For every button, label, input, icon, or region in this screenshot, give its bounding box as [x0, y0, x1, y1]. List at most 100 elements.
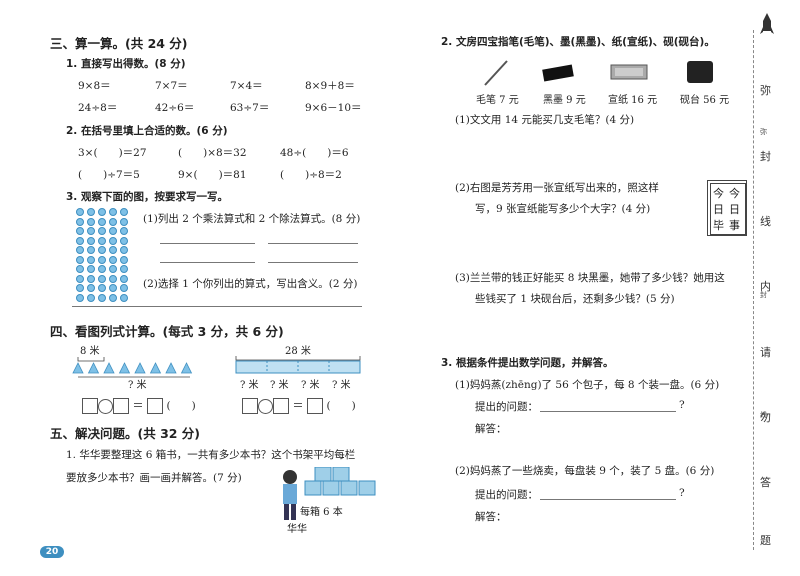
dot	[76, 236, 84, 245]
dot	[76, 246, 84, 254]
answer-label: 解答：	[475, 511, 507, 523]
margin-small-char: 线	[760, 411, 767, 419]
tree	[103, 362, 115, 374]
equation-template[interactable]: ＝ ( )	[82, 397, 196, 414]
r-q2-part2-line2: 写，9 张宣纸能写多少个大字？(4 分)	[475, 203, 651, 215]
seal-char: 日	[729, 203, 740, 216]
dot	[98, 284, 106, 292]
dot	[98, 255, 106, 264]
margin-char: 勿	[760, 411, 771, 424]
box-label: 每箱 6 本	[300, 507, 343, 518]
dot	[120, 227, 128, 235]
answer-line[interactable]	[268, 243, 358, 244]
page-number: 20	[40, 546, 64, 558]
fig1-top-label: 8 米	[80, 346, 100, 357]
fill-item[interactable]: 9×( )＝81	[178, 169, 247, 181]
dot	[76, 255, 84, 264]
dot	[120, 255, 128, 264]
margin-small-char: 弥	[760, 128, 767, 136]
answer-line[interactable]	[160, 262, 255, 263]
dot	[120, 217, 128, 226]
tree	[180, 362, 193, 374]
question-line[interactable]	[540, 411, 676, 412]
answer-line[interactable]	[268, 262, 358, 263]
dot	[120, 293, 128, 302]
answer-line[interactable]	[72, 306, 362, 307]
seal-char: 今	[713, 187, 724, 200]
rocket-icon	[760, 13, 774, 34]
r-q3-title: 3. 根据条件提出数学问题，并解答。	[441, 357, 614, 369]
answer-line[interactable]	[160, 243, 255, 244]
dot	[120, 246, 128, 254]
dot	[109, 293, 117, 302]
dot	[120, 208, 128, 216]
q3-part2: (2)选择 1 个你列出的算式，写出含义。(2 分)	[143, 278, 358, 290]
tree-row-figure	[72, 357, 193, 378]
question-mark: ?	[679, 399, 685, 411]
calc-item: 9×8＝	[78, 80, 111, 92]
dot	[76, 217, 84, 226]
ask-label: 提出的问题：	[475, 401, 538, 413]
tree	[165, 362, 177, 374]
dot	[76, 227, 84, 235]
item-price: 毛笔 7 元	[476, 95, 519, 106]
section5-title: 五、解决问题。(共 32 分)	[50, 426, 201, 441]
r-q3-part2: (2)妈妈蒸了一些烧卖，每盘装 9 个，装了 5 盘。(6 分)	[455, 465, 715, 477]
item-price: 黑墨 9 元	[543, 95, 586, 106]
dot	[87, 246, 95, 254]
dot	[87, 255, 95, 264]
section4-title: 四、看图列式计算。(每式 3 分，共 6 分)	[50, 324, 284, 339]
fill-item[interactable]: 3×( )＝27	[78, 147, 147, 159]
dot	[109, 217, 117, 226]
margin-char: 答	[760, 476, 771, 489]
dot	[109, 236, 117, 245]
dot	[76, 265, 84, 273]
tree	[149, 362, 162, 374]
dot	[87, 208, 95, 216]
r-q2-part3-line1: (3)兰兰带的钱正好能买 8 块黑墨，她带了多少钱？她用这	[455, 272, 725, 284]
q3-title: 3. 观察下面的图，按要求写一写。	[66, 191, 228, 203]
fill-item[interactable]: 48÷( )＝6	[280, 147, 349, 159]
tree	[72, 362, 84, 374]
four-treasures-pictures	[484, 60, 713, 86]
seal-char: 毕	[713, 219, 724, 232]
ask-label: 提出的问题：	[475, 489, 538, 501]
dot	[76, 274, 84, 283]
calc-item: 24÷8＝	[78, 102, 118, 114]
calligraphy-sheet: 今 今 日 日 毕 事	[707, 180, 747, 236]
r-q2-part2-line1: (2)右图是芳芳用一张宣纸写出来的，照这样	[455, 182, 659, 194]
calc-item: 8×9＋8＝	[305, 80, 355, 92]
fill-item[interactable]: ( )÷8＝2	[280, 169, 342, 181]
dot	[109, 246, 117, 254]
dot	[87, 236, 95, 245]
dot	[120, 236, 128, 245]
q1-title: 1. 直接写出得数。(8 分)	[66, 58, 186, 70]
fig2-top-label: 28 米	[285, 346, 311, 357]
equation-template[interactable]: ＝ ( )	[242, 397, 356, 414]
dot	[87, 274, 95, 283]
dot	[98, 227, 106, 235]
margin-char: 内	[760, 280, 771, 293]
item-price: 宣纸 16 元	[608, 95, 658, 106]
fig2-segment-label: ? 米	[332, 380, 351, 391]
dot	[109, 208, 117, 216]
s5-q1-line2: 要放多少本书？画一画并解答。(7 分)	[66, 472, 242, 484]
fig1-bottom-label: ? 米	[128, 380, 147, 391]
calc-item: 9×6－10＝	[305, 102, 362, 114]
dot	[109, 274, 117, 283]
dot	[98, 217, 106, 226]
question-line[interactable]	[540, 499, 676, 500]
dot	[87, 284, 95, 292]
fig2-segment-label: ? 米	[270, 380, 289, 391]
fill-item[interactable]: ( )×8＝32	[178, 147, 247, 159]
margin-char: 弥	[760, 84, 771, 97]
calc-item: 42÷6＝	[155, 102, 195, 114]
calc-item: 63÷7＝	[230, 102, 270, 114]
fig2-segment-label: ? 米	[240, 380, 259, 391]
dot	[98, 274, 106, 283]
item-price: 砚台 56 元	[680, 95, 730, 106]
q3-part1: (1)列出 2 个乘法算式和 2 个除法算式。(8 分)	[143, 213, 361, 225]
tree	[118, 362, 131, 374]
dot	[87, 217, 95, 226]
fill-item[interactable]: ( )÷7＝5	[78, 169, 140, 181]
